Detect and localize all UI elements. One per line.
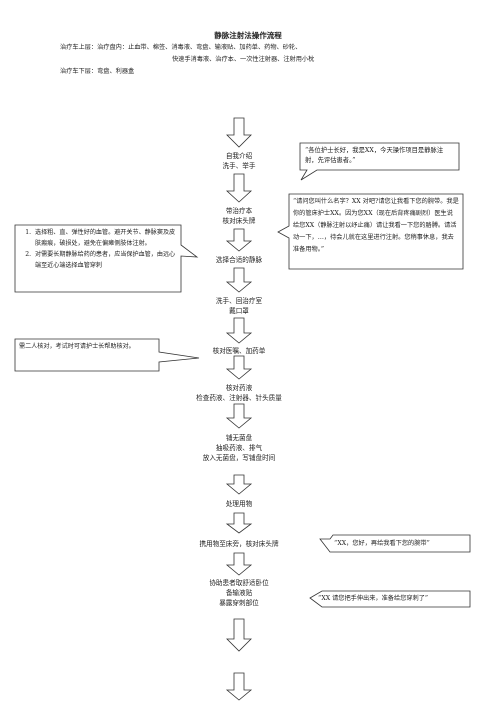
cart-upper-line2: 快速手消毒液、治疗本、一次性注射器、注射用小枕 — [172, 56, 315, 63]
down-arrow-7 — [225, 403, 253, 429]
vein-tips-callout-text: 选择粗、直、弹性好的血管。避开关节、静脉窦及皮肤瘢痕，破损处，避免在偏瘫侧肢体注… — [19, 227, 179, 271]
step-line: 核对药液 — [225, 384, 253, 392]
double-check-callout-box — [14, 338, 200, 372]
document-title: 静脉注射法操作流程 — [214, 31, 282, 40]
down-arrow-1 — [226, 117, 252, 148]
step-line: 携用物至床旁，核对床头牌 — [199, 540, 279, 548]
step-line: 核对床头牌 — [222, 217, 256, 225]
step-line: 暴露穿刺部位 — [219, 599, 259, 607]
step-line: 备输液贴 — [225, 589, 253, 597]
intro-callout-box — [299, 142, 460, 181]
vein-tip-item: 选择粗、直、弹性好的血管。避开关节、静脉窦及皮肤瘢痕，破损处，避免在偏瘫侧肢体注… — [33, 227, 179, 249]
wristband-callout-text: “XX，您好，再给我看下您的腕带” — [334, 540, 430, 547]
step-line: 处理用物 — [225, 500, 253, 508]
vein-tips-callout-box — [14, 224, 199, 293]
down-arrow-12 — [225, 672, 253, 701]
cart-upper-label: 治疗车上层： — [60, 44, 98, 51]
down-arrow-8 — [225, 474, 253, 495]
down-arrow-3 — [225, 228, 253, 252]
vein-tip-item: 对需要长期静脉给药的患者，应当保护血管，由远心端至近心端选择血管穿刺 — [33, 249, 179, 271]
step-dispose-supplies: 处理用物 — [139, 499, 339, 509]
step-line: 自我介绍 — [225, 152, 253, 160]
double-check-callout-text: 需二人核对，考试时可请护士长帮助核对。 — [19, 343, 135, 350]
down-arrow-2 — [225, 173, 253, 203]
step-line: 铺无菌盘 — [225, 434, 253, 442]
step-line: 戴口罩 — [229, 307, 249, 315]
step-check-bed-card: 带治疗本 核对床头牌 — [139, 206, 339, 226]
step-choose-vein: 选择合适的静脉 — [139, 255, 339, 265]
step-line: 核对医嘱、加药单 — [212, 347, 266, 355]
step-line: 选择合适的静脉 — [215, 256, 263, 264]
cart-lower-label: 治疗车下层： — [60, 68, 98, 75]
down-arrow-11 — [226, 618, 252, 652]
down-arrow-6 — [225, 355, 253, 380]
step-sterile-tray: 铺无菌盘 抽吸药液、排气 放入无菌盘，写铺盘时间 — [139, 433, 339, 463]
step-line: 带治疗本 — [225, 207, 253, 215]
step-line: 洗手、举手 — [222, 162, 256, 170]
down-arrow-10 — [225, 552, 253, 576]
step-bedside-check: 携用物至床旁，核对床头牌 — [139, 539, 339, 549]
step-check-orders: 核对医嘱、加药单 — [139, 346, 339, 356]
wristband-callout-box — [319, 534, 471, 553]
down-arrow-9 — [225, 512, 253, 534]
intro-callout-text: “各位护士长好，我是XX，今天操作项目是静脉注射，先评估患者。” — [305, 147, 444, 164]
step-line: 协助患者取舒适卧位 — [209, 579, 269, 587]
hand-callout-box — [309, 590, 471, 608]
step-self-intro: 自我介绍 洗手、举手 — [139, 151, 339, 171]
cart-upper-row: 治疗车上层：治疗盘内：止血带、棉签、消毒液、弯盘、输液贴、加药单、药物、砂轮、 — [60, 43, 301, 52]
step-line: 检查药液、注射器、针头质量 — [196, 394, 282, 402]
step-line: 抽吸药液、排气 — [215, 444, 263, 452]
step-line: 洗手、回治疗室 — [215, 297, 263, 305]
step-line: 放入无菌盘，写铺盘时间 — [202, 454, 276, 462]
hand-callout-text: “XX 请您把手伸出来，准备给您穿刺了” — [318, 595, 429, 602]
down-arrow-5 — [225, 317, 253, 344]
cart-upper-line1: 治疗盘内：止血带、棉签、消毒液、弯盘、输液贴、加药单、药物、砂轮、 — [97, 44, 302, 51]
patient-callout-text: “请问您叫什么名字？XX 对吧?请您让我看下您的腕带。我是你的管床护士XX。因为… — [293, 198, 459, 253]
cart-lower-items: 弯盘、利器盒 — [97, 68, 135, 75]
down-arrow-4 — [225, 267, 253, 293]
step-position-patient: 协助患者取舒适卧位 备输液贴 暴露穿刺部位 — [139, 578, 339, 608]
step-check-medication: 核对药液 检查药液、注射器、针头质量 — [139, 383, 339, 403]
vein-tips-list: 选择粗、直、弹性好的血管。避开关节、静脉窦及皮肤瘢痕，破损处，避免在偏瘫侧肢体注… — [19, 227, 179, 271]
step-wash-hands-mask: 洗手、回治疗室 戴口罩 — [139, 296, 339, 316]
cart-lower-row: 治疗车下层：弯盘、利器盒 — [60, 67, 134, 76]
patient-callout-box — [277, 193, 464, 270]
